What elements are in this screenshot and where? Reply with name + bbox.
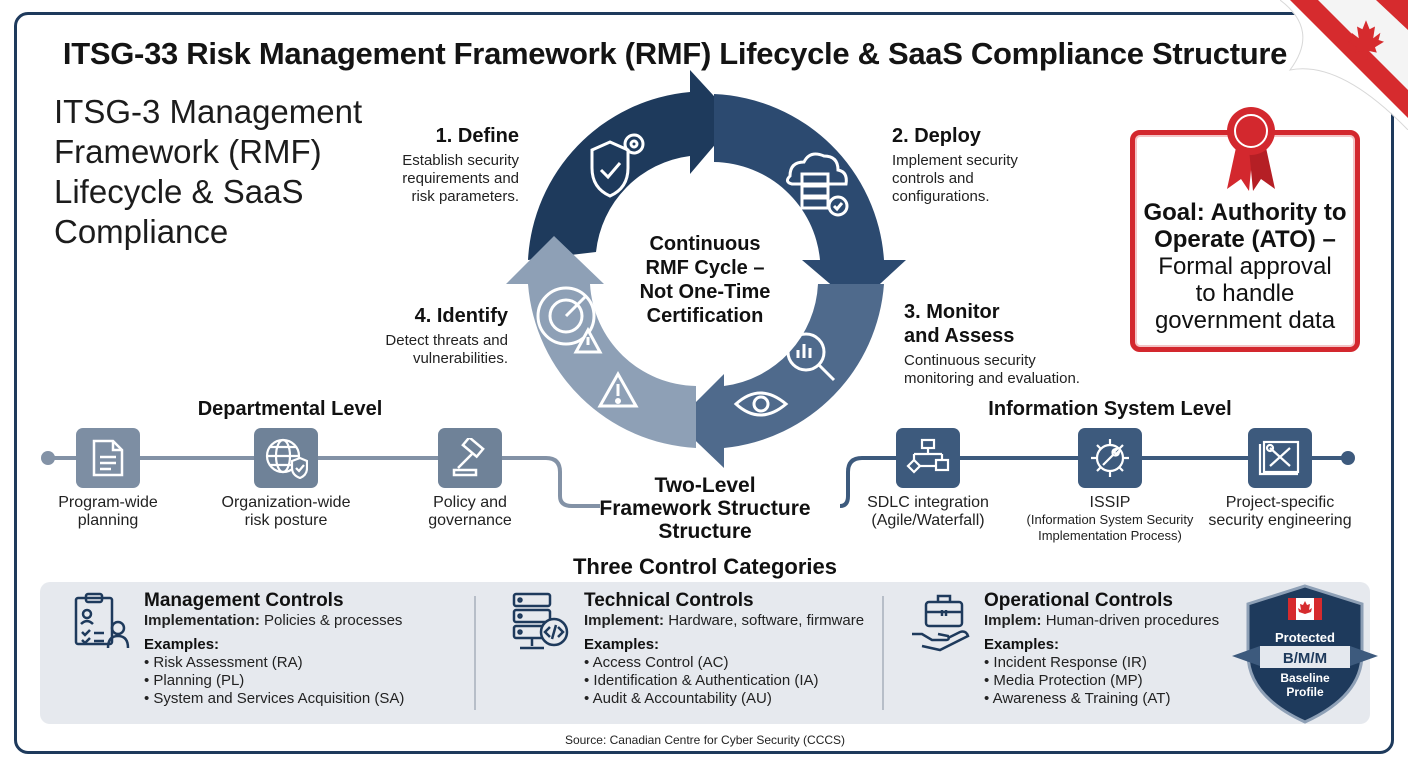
control-title: Operational Controls (984, 590, 1173, 611)
stage-deploy: 2. Deploy Implement security controls an… (892, 124, 1132, 206)
server-code-icon (512, 592, 569, 650)
document-icon (92, 439, 124, 477)
page-title: ITSG-33 Risk Management Framework (RMF) … (62, 36, 1288, 71)
info-system-level-title: Information System Level (988, 398, 1232, 420)
stage-identify: 4. Identify Detect threats and vulnerabi… (268, 304, 508, 368)
stage-title: 2. Deploy (892, 125, 981, 147)
stage-title: 4. Identify (414, 305, 508, 327)
list-item: • System and Services Acquisition (SA) (144, 690, 405, 707)
gear-wrench-icon (1091, 439, 1129, 477)
level-connector (41, 451, 1355, 508)
rmf-cycle-diagram (506, 70, 906, 468)
stage-define: 1. Define Establish security requirement… (279, 124, 519, 206)
cycle-center-label: Continuous RMF Cycle – Not One-Time Cert… (639, 233, 771, 327)
protected-baseline-badge: Protected B/M/M Baseline Profile (1230, 584, 1380, 724)
departmental-level-title: Departmental Level (197, 398, 383, 420)
cloud-server-icon (785, 152, 849, 217)
list-item: • Audit & Accountability (AU) (584, 690, 772, 707)
cycle-segment-deploy (714, 94, 906, 306)
list-item: • Incident Response (IR) (984, 654, 1147, 671)
cycle-segment-monitor (676, 284, 884, 468)
badge-text: Protected B/M/M Baseline Profile (1275, 630, 1335, 699)
canada-maple-leaf-icon (1280, 0, 1408, 130)
hand-toolbox-icon (912, 594, 970, 652)
ato-goal-line: Operate (ATO) – (1154, 226, 1336, 253)
cycle-segment-define (528, 70, 736, 260)
divider (882, 596, 884, 710)
control-categories-title: Three Control Categories (572, 554, 838, 579)
control-title: Management Controls (144, 590, 344, 611)
list-item: • Identification & Authentication (IA) (584, 672, 819, 689)
source-note: Source: Canadian Centre for Cyber Securi… (564, 733, 846, 747)
clipboard-person-icon (74, 592, 130, 649)
controls-panel: Management Controls Implementation: Poli… (40, 582, 1370, 724)
blueprint-tools-icon (1258, 440, 1300, 476)
radar-warning-icon (536, 286, 639, 408)
flowchart-icon (906, 438, 950, 474)
two-level-structure-label: Two-Level Framework Structure Structure (599, 474, 811, 543)
list-item: • Access Control (AC) (584, 654, 729, 671)
canada-flag-shield-icon (1232, 584, 1378, 724)
page-subtitle: ITSG-3 Management Framework (RMF) Lifecy… (54, 93, 363, 250)
list-item: • Awareness & Training (AT) (984, 690, 1171, 707)
control-title: Technical Controls (584, 590, 754, 611)
info-node-sdlc: SDLC integration(Agile/Waterfall) (848, 428, 1008, 530)
divider (474, 596, 476, 710)
ato-goal-line: Goal: Authority to (1143, 199, 1347, 226)
list-item: • Media Protection (MP) (984, 672, 1143, 689)
shield-gear-icon (590, 133, 645, 198)
gavel-icon (452, 438, 485, 477)
list-item: • Risk Assessment (RA) (144, 654, 303, 671)
award-ribbon-icon (1227, 107, 1275, 191)
cycle-segment-identify (506, 236, 696, 448)
globe-shield-icon (265, 438, 308, 479)
list-item: • Planning (PL) (144, 672, 245, 689)
magnifier-eye-icon (733, 332, 836, 417)
stage-title: 1. Define (435, 125, 519, 147)
ato-goal-card: Goal: Authority to Operate (ATO) – Forma… (1130, 107, 1360, 352)
